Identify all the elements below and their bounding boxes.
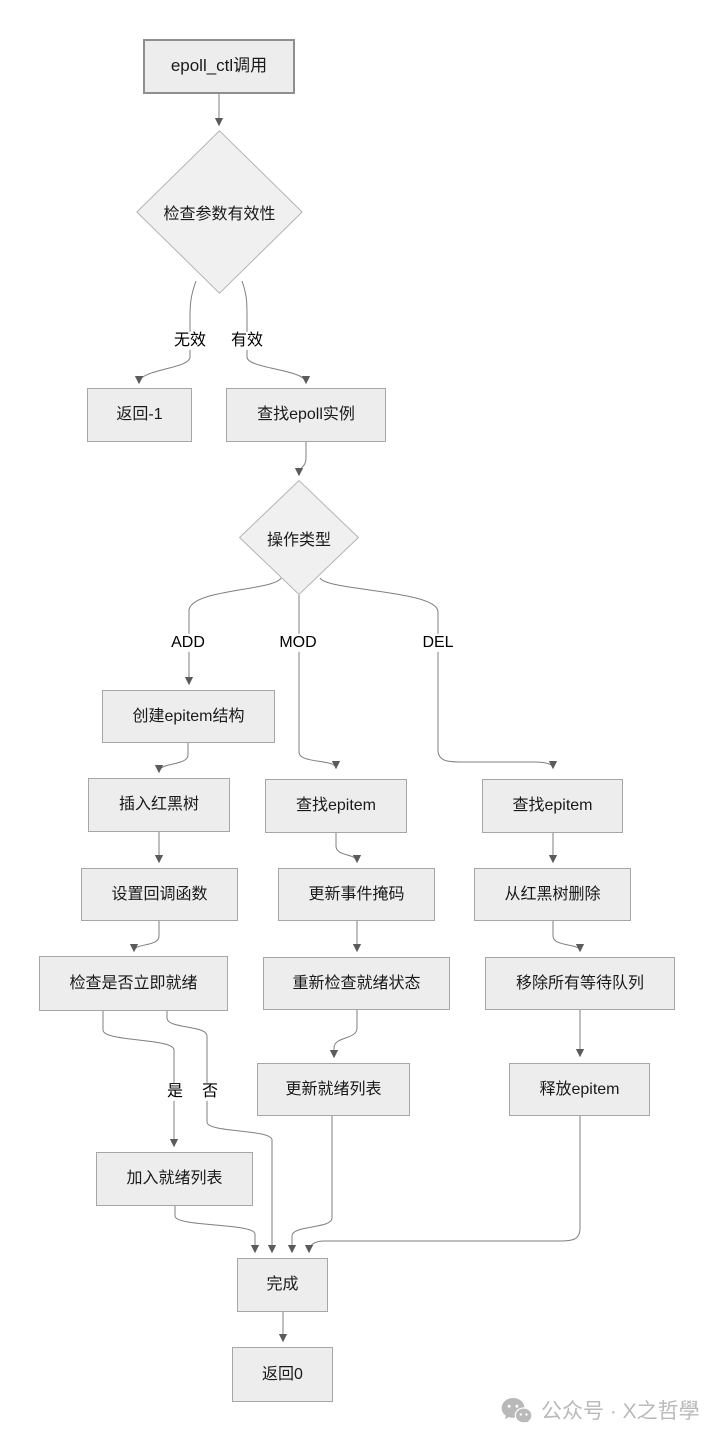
node-add-set-callback-label: 设置回调函数: [111, 885, 208, 903]
edge-optype-del: [319, 577, 558, 770]
edge-label-del: DEL: [419, 633, 457, 653]
node-add-check-ready-label: 检查是否立即就绪: [69, 974, 198, 992]
node-add-create-epitem: 创建epitem结构: [102, 690, 275, 743]
node-done-label: 完成: [266, 1276, 299, 1294]
edge-rbdel-to-removewait: [552, 921, 585, 953]
node-add-join-ready-list-label: 加入就绪列表: [126, 1170, 223, 1188]
node-mod-recheck-ready: 重新检查就绪状态: [263, 957, 450, 1010]
node-add-insert-rbtree: 插入红黑树: [88, 778, 230, 832]
node-mod-update-mask: 更新事件掩码: [278, 868, 435, 921]
edge-join-to-done: [174, 1206, 260, 1254]
node-del-free-epitem: 释放epitem: [509, 1063, 650, 1116]
node-return-zero: 返回0: [232, 1347, 333, 1402]
node-add-create-epitem-label: 创建epitem结构: [132, 707, 245, 725]
watermark-text: 公众号 · X之哲學: [541, 1400, 700, 1423]
node-add-check-ready: 检查是否立即就绪: [39, 956, 228, 1011]
node-start-label: epoll_ctl调用: [170, 56, 268, 76]
node-mod-find-epitem: 查找epitem: [265, 779, 407, 833]
edge-label-no: 否: [198, 1082, 222, 1102]
node-del-find-epitem-label: 查找epitem: [512, 797, 593, 815]
edge-create-to-insert: [154, 743, 189, 774]
node-del-remove-rbtree: 从红黑树删除: [474, 868, 631, 921]
node-mod-update-mask-label: 更新事件掩码: [308, 885, 405, 903]
node-del-remove-rbtree-label: 从红黑树删除: [504, 885, 601, 903]
node-del-remove-wait-queues: 移除所有等待队列: [485, 957, 675, 1010]
node-mod-update-ready-list: 更新就绪列表: [257, 1063, 410, 1116]
edge-recheck-to-updatelist: [329, 1010, 358, 1059]
wechat-icon: [501, 1397, 532, 1424]
edge-label-mod: MOD: [276, 633, 320, 653]
node-start: epoll_ctl调用: [143, 39, 295, 94]
node-find-epoll: 查找epoll实例: [226, 388, 386, 442]
node-op-type-label: 操作类型: [266, 531, 331, 549]
node-op-type-decision: 操作类型: [239, 480, 359, 595]
node-add-insert-rbtree-label: 插入红黑树: [118, 796, 199, 814]
edge-checkready-yes: [102, 1011, 179, 1148]
node-done: 完成: [237, 1258, 328, 1312]
node-return-neg1-label: 返回-1: [116, 406, 163, 424]
edge-modfind-to-mask: [335, 833, 362, 864]
edge-label-invalid: 无效: [170, 331, 210, 351]
edge-find-to-optype: [294, 442, 307, 477]
node-find-epoll-label: 查找epoll实例: [257, 406, 355, 424]
node-return-zero-label: 返回0: [262, 1365, 303, 1383]
node-add-set-callback: 设置回调函数: [81, 868, 238, 921]
edge-label-valid: 有效: [227, 331, 267, 351]
edge-updatelist-to-done: [287, 1116, 333, 1254]
node-del-remove-wait-queues-label: 移除所有等待队列: [515, 974, 644, 992]
node-return-neg1: 返回-1: [87, 388, 192, 442]
diamond-shape: [136, 130, 303, 294]
edge-checkready-no: [166, 1011, 277, 1254]
edge-optype-add: [184, 577, 282, 686]
node-mod-find-epitem-label: 查找epitem: [295, 797, 377, 815]
node-del-free-epitem-label: 释放epitem: [539, 1080, 620, 1098]
node-del-find-epitem: 查找epitem: [482, 779, 623, 833]
node-check-params-label: 检查参数有效性: [163, 206, 276, 223]
edge-optype-mod: [298, 595, 341, 770]
edge-label-yes: 是: [163, 1082, 187, 1102]
node-check-params-decision: 检查参数有效性: [136, 130, 303, 294]
node-mod-update-ready-list-label: 更新就绪列表: [285, 1080, 382, 1098]
edge-check-invalid: [134, 280, 197, 385]
node-mod-recheck-ready-label: 重新检查就绪状态: [292, 974, 421, 992]
edge-free-to-done: [304, 1116, 581, 1254]
edge-label-add: ADD: [168, 633, 208, 653]
node-add-join-ready-list: 加入就绪列表: [96, 1152, 253, 1206]
edge-callback-to-checkready: [129, 921, 160, 953]
edge-check-valid: [241, 280, 311, 385]
diamond-shape: [239, 480, 359, 595]
watermark: 公众号 · X之哲學: [501, 1391, 701, 1429]
